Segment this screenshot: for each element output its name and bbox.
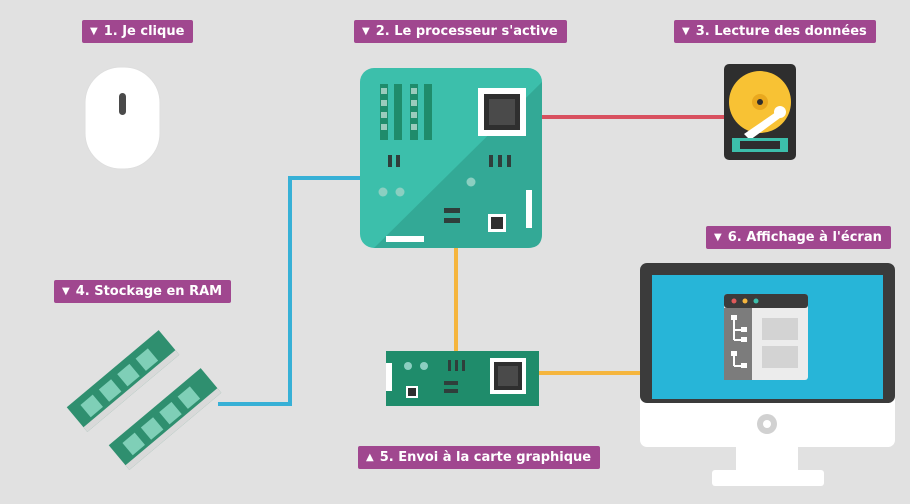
step-text: 3. Lecture des données	[695, 24, 867, 39]
step-label-graphics-card: ▲ 5. Envoi à la carte graphique	[358, 446, 601, 469]
triangle-down-icon: ▼	[714, 231, 722, 243]
step-text: 5. Envoi à la carte graphique	[379, 450, 592, 465]
hard-drive-icon	[724, 64, 796, 160]
step-text: 2. Le processeur s'active	[375, 24, 558, 39]
step-text: 4. Stockage en RAM	[75, 284, 223, 299]
cpu-chip	[478, 88, 526, 136]
step-label-click: ▼ 1. Je clique	[82, 20, 194, 43]
step-label-processor: ▼ 2. Le processeur s'active	[354, 20, 567, 43]
ram-modules-icon	[66, 330, 222, 470]
step-text: 6. Affichage à l'écran	[727, 230, 882, 245]
monitor-icon	[640, 263, 895, 486]
computer-mouse-icon	[84, 66, 161, 170]
step-label-ram-storage: ▼ 4. Stockage en RAM	[54, 280, 232, 303]
triangle-down-icon: ▼	[362, 25, 370, 37]
step-label-display: ▼ 6. Affichage à l'écran	[706, 226, 891, 249]
triangle-up-icon: ▲	[366, 451, 374, 463]
triangle-down-icon: ▼	[90, 25, 98, 37]
step-label-read-data: ▼ 3. Lecture des données	[674, 20, 876, 43]
connection-wires	[218, 115, 726, 406]
screen-window-icon	[724, 294, 808, 380]
triangle-down-icon: ▼	[682, 25, 690, 37]
processor-board-icon	[360, 68, 542, 248]
triangle-down-icon: ▼	[62, 285, 70, 297]
graphics-card-icon	[386, 351, 539, 406]
step-text: 1. Je clique	[103, 24, 185, 39]
wire-ram-to-processor	[218, 176, 362, 406]
